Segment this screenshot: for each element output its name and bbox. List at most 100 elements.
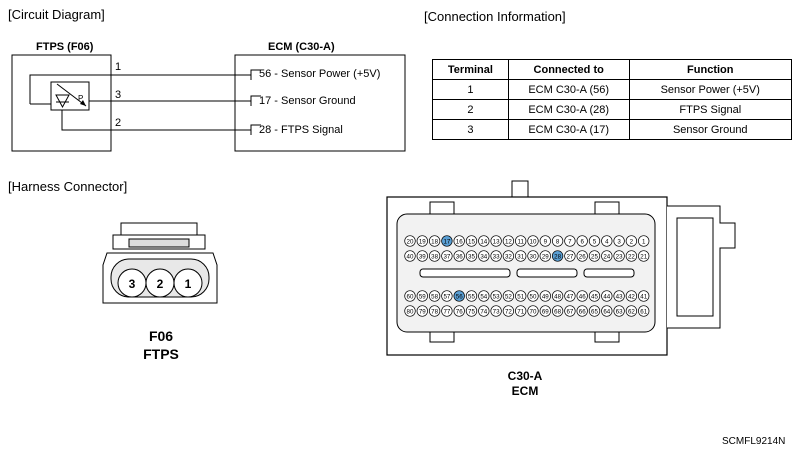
ecm-pin-label: 35 <box>468 253 475 260</box>
ecm-pin-38 <box>428 250 441 262</box>
ecm-pin-label: 56 <box>456 293 463 300</box>
ecm-pin-label: 9 <box>544 238 548 245</box>
ecm-pin-label: 38 <box>431 253 438 260</box>
ecm-pin-label: 23 <box>616 253 623 260</box>
ecm-pin-80 <box>404 305 416 317</box>
ecm-pin-label: 59 <box>419 293 426 300</box>
ecm-pin-label: 5 <box>593 238 597 245</box>
ecm-pin-label: 27 <box>566 253 573 260</box>
circuit-schematic <box>11 54 406 152</box>
ftps-box <box>11 54 112 152</box>
ecm-pin-label: 74 <box>480 308 487 315</box>
table-row: 3 ECM C30-A (17) Sensor Ground <box>432 119 793 140</box>
ecm-pin-label: 17 <box>443 238 450 245</box>
cell-terminal: 3 <box>432 119 509 140</box>
connection-table: Terminal Connected to Function 1 ECM C30… <box>432 59 793 140</box>
ecm-pin-label: 67 <box>566 308 573 315</box>
ecm-pin-32 <box>502 250 515 262</box>
pin-number-1: 1 <box>115 61 122 73</box>
ecm-pin-label: 21 <box>640 253 647 260</box>
ecm-pin-label: 19 <box>419 238 426 245</box>
ecm-pin-65 <box>588 305 601 317</box>
ecm-pin-57 <box>441 290 453 302</box>
ecm-pin-label: 54 <box>480 293 487 300</box>
ecm-pin-label: 37 <box>443 253 450 260</box>
ecm-pin-60 <box>404 290 416 302</box>
pin-number-2: 2 <box>115 117 122 129</box>
ecm-pin-8 <box>551 235 564 247</box>
ecm-pin-44 <box>601 290 613 302</box>
ecm-box <box>234 54 406 152</box>
ecm-pin-label: 57 <box>443 293 450 300</box>
ecm-pin-3 <box>613 235 625 247</box>
ecm-pin-47 <box>564 290 576 302</box>
ecm-pin-label: 73 <box>493 308 500 315</box>
ecm-pin-label: 61 <box>640 308 647 315</box>
ecm-pin-66 <box>576 305 588 317</box>
ecm-pin-42 <box>625 290 638 302</box>
ecm-pin-label: 71 <box>517 308 524 315</box>
ecm-pin-43 <box>613 290 625 302</box>
header-terminal: Terminal <box>432 59 509 80</box>
ecm-pin-17 <box>441 235 453 247</box>
header-function: Function <box>628 59 793 80</box>
ecm-pin-34 <box>478 250 490 262</box>
ecm-pin-22 <box>625 250 638 262</box>
ecm-pin-28 <box>551 250 564 262</box>
ecm-pin-label: 53 <box>493 293 500 300</box>
ecm-pin-25 <box>588 250 601 262</box>
ecm-pin-label: 2 <box>630 238 634 245</box>
ecm-pin-55 <box>465 290 478 302</box>
ecm-pin-45 <box>588 290 601 302</box>
ecm-pin-30 <box>527 250 539 262</box>
ecm-pin-7 <box>564 235 576 247</box>
ecm-pin-label: 1 <box>642 238 646 245</box>
cell-function: Sensor Power (+5V) <box>628 79 793 100</box>
ecm-pin-label: 28 <box>554 253 561 260</box>
wire-pin2 <box>61 110 251 131</box>
wire-pin1 <box>29 74 251 105</box>
circuit-diagram-title: [Circuit Diagram] <box>8 7 105 22</box>
ecm-pin-label: 24 <box>603 253 610 260</box>
ecm-pin-26 <box>576 250 588 262</box>
ecm-pin-79 <box>416 305 428 317</box>
cell-function: FTPS Signal <box>628 99 793 120</box>
ecm-pin-label: 48 <box>554 293 561 300</box>
ecm-pin-label: 6 <box>580 238 584 245</box>
ecm-pin-23 <box>613 250 625 262</box>
ecm-pin-label: 14 <box>480 238 487 245</box>
ecm-pin-4 <box>601 235 613 247</box>
ecm-pin-label: 72 <box>505 308 512 315</box>
harness-connector-title: [Harness Connector] <box>8 179 128 194</box>
ecm-label: ECM (C30-A) <box>268 41 335 53</box>
table-row: 2 ECM C30-A (28) FTPS Signal <box>432 99 793 120</box>
ecm-pin-54 <box>478 290 490 302</box>
f06-connector-drawing: 3 2 1 <box>102 222 218 304</box>
ecm-pin-77 <box>441 305 453 317</box>
ecm-pin-51 <box>515 290 527 302</box>
ecm-pin-label: 13 <box>493 238 500 245</box>
ecm-pin-67 <box>564 305 576 317</box>
ecm-pin-74 <box>478 305 490 317</box>
sensor-p-label: P <box>78 94 84 103</box>
ecm-pin-label: 18 <box>431 238 438 245</box>
ecm-pin-6 <box>576 235 588 247</box>
ecm-pin-58 <box>428 290 441 302</box>
ecm-pin-label: 40 <box>407 253 414 260</box>
ecm-pin-label: 65 <box>591 308 598 315</box>
ecm-pin-39 <box>416 250 428 262</box>
ecm-pin-label: 7 <box>568 238 572 245</box>
ecm-pin-label: 69 <box>542 308 549 315</box>
ecm-pin-53 <box>490 290 502 302</box>
ecm-pin-label: 58 <box>431 293 438 300</box>
ecm-pin-label: 75 <box>468 308 475 315</box>
ecm-pin-label: 43 <box>616 293 623 300</box>
ecm-pin-21 <box>638 250 650 262</box>
ecm-pin-15 <box>465 235 478 247</box>
cell-connected: ECM C30-A (28) <box>507 99 630 120</box>
pressure-sensor-icon <box>50 81 90 111</box>
ecm-pin-label: 30 <box>530 253 537 260</box>
table-header-row: Terminal Connected to Function <box>432 59 793 80</box>
ecm-pin-label: 51 <box>517 293 524 300</box>
